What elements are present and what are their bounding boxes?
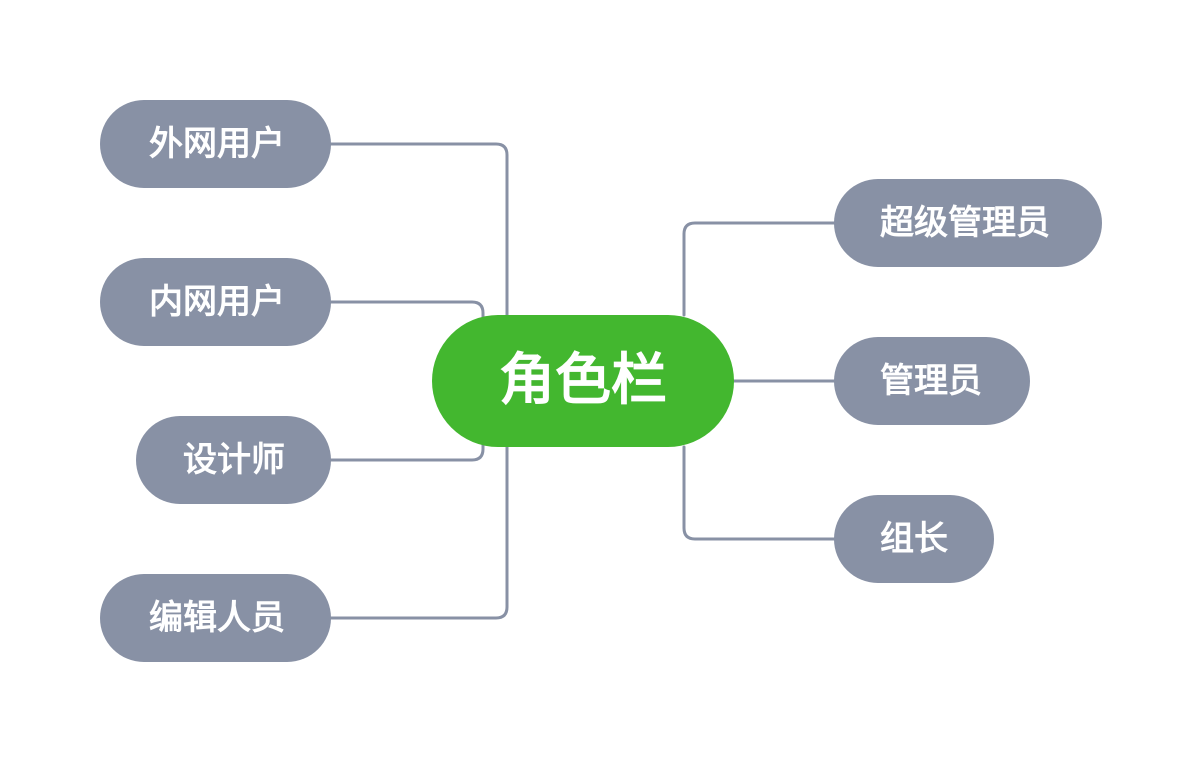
node-label: 外网用户 <box>149 124 285 164</box>
connector-left-4 <box>328 445 509 620</box>
node-team-lead[interactable]: 组长 <box>834 495 994 583</box>
connector-left-3 <box>328 442 485 462</box>
connector-left-2 <box>328 300 485 320</box>
node-label: 设计师 <box>183 440 285 480</box>
node-internal-users[interactable]: 内网用户 <box>100 258 331 346</box>
node-label: 管理员 <box>880 361 982 401</box>
connector-left-1 <box>328 142 509 317</box>
node-admin[interactable]: 管理员 <box>834 337 1030 425</box>
node-label: 组长 <box>880 519 948 559</box>
center-node-label: 角色栏 <box>499 348 667 413</box>
connector-right-3 <box>682 445 838 541</box>
node-label: 超级管理员 <box>880 203 1050 243</box>
center-node-role-bar[interactable]: 角色栏 <box>432 315 734 447</box>
node-editor[interactable]: 编辑人员 <box>100 574 331 662</box>
node-label: 内网用户 <box>149 282 285 322</box>
node-designer[interactable]: 设计师 <box>136 416 331 504</box>
node-label: 编辑人员 <box>149 598 285 638</box>
node-external-users[interactable]: 外网用户 <box>100 100 331 188</box>
connector-right-1 <box>682 221 838 317</box>
node-super-admin[interactable]: 超级管理员 <box>834 179 1102 267</box>
